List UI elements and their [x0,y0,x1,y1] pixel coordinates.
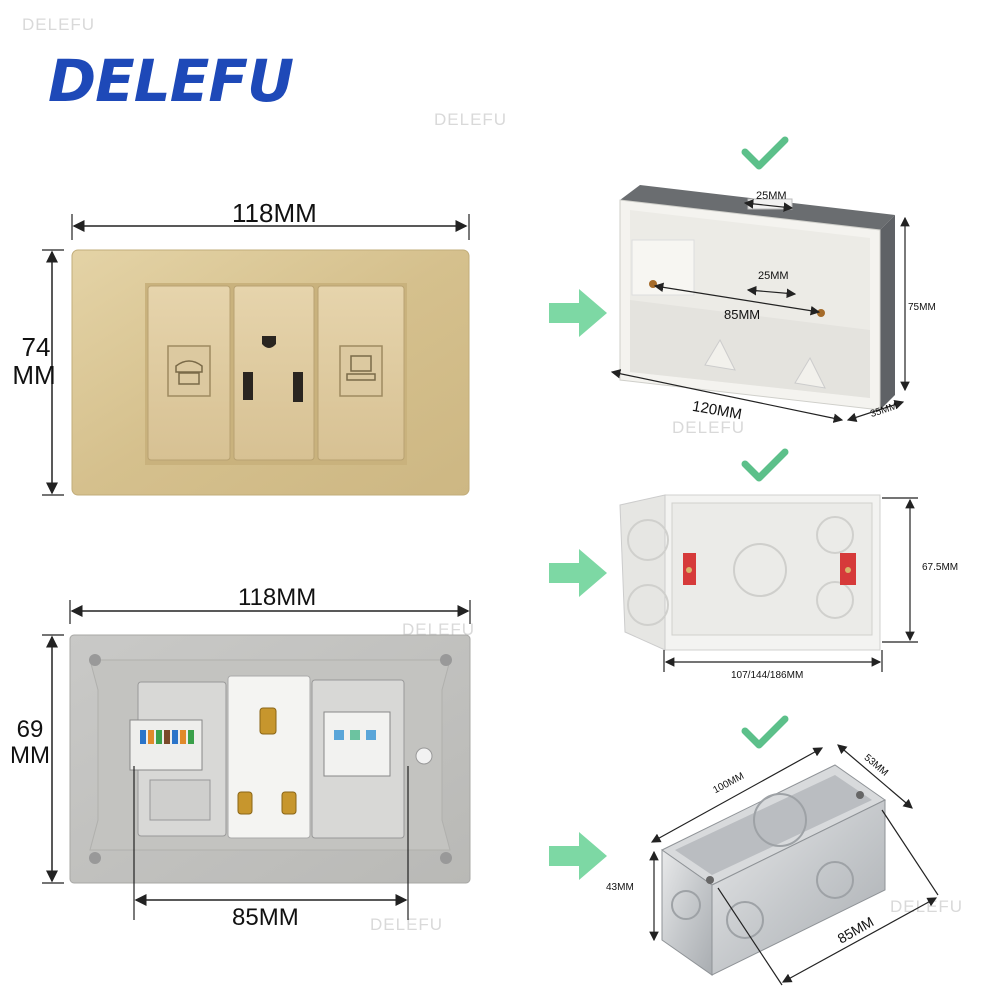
watermark: DELEFU [370,915,444,934]
mounting-box-1 [619,185,895,411]
back-width-label: 118MM [238,584,317,611]
box2-height-label: 67.5MM [922,562,959,573]
front-height-unit: MM [12,360,56,390]
arrow-icon [549,289,607,337]
front-plate [71,249,470,496]
front-height-label: 74 [21,332,51,362]
back-plate [69,634,471,884]
back-height-unit: MM [10,742,50,769]
front-width-label: 118MM [232,198,317,228]
check-icon [741,448,789,482]
brand-logo: DELEFU [48,47,294,115]
watermark: DELEFU [22,15,96,34]
screw-spacing-label: 85MM [232,904,299,931]
metal-height-label: 43MM [606,882,634,893]
check-icon [741,136,789,170]
box1-screw-spacing-label: 85MM [724,307,761,322]
back-height-label: 69 [16,716,44,743]
box1-top-slot-label: 25MM [756,190,787,202]
box2-width-label: 107/144/186MM [731,670,804,681]
phone-icon [175,360,203,373]
check-icon [741,715,789,749]
box1-inner-slot-label: 25MM [758,270,789,282]
arrow-icon [549,832,607,880]
watermark: DELEFU [434,110,508,129]
computer-icon [350,355,372,372]
watermark: DELEFU [402,620,476,639]
box1-height-label: 75MM [908,302,936,313]
arrow-icon [549,549,607,597]
mounting-box-2 [619,494,881,651]
metal-box [661,764,886,976]
